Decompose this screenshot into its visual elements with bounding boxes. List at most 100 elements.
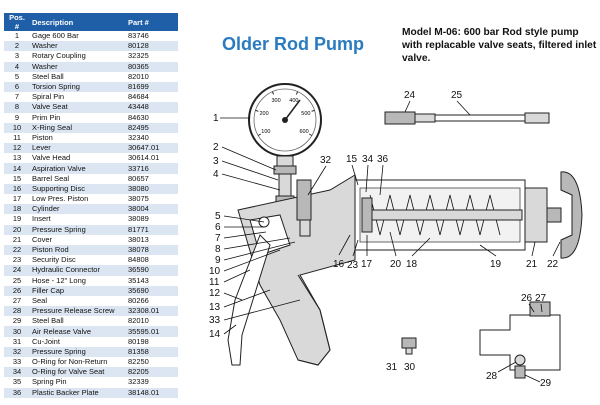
gauge-tick-label: 300: [272, 98, 281, 104]
callout-6: 6: [215, 222, 221, 233]
gauge-tick-mark: [308, 133, 313, 136]
cell-part-number: 32308.01: [126, 306, 178, 317]
cell-pos: 31: [12, 336, 22, 346]
callout-8: 8: [215, 244, 221, 255]
cell-part-number: 33716: [126, 163, 178, 174]
cell-description: Security Disc: [32, 255, 76, 265]
cell-pos: 21: [12, 234, 22, 244]
cell-pos: 15: [12, 173, 22, 183]
cell-part-number: 82010: [128, 316, 149, 326]
cell-description: Steel Ball: [32, 71, 64, 81]
cell-part-number: 80657: [128, 173, 149, 183]
cell-description: Pressure Spring: [30, 224, 126, 235]
cell-pos: 35: [12, 377, 22, 387]
header-description: Description: [30, 13, 126, 31]
cell-pos: 26: [4, 285, 30, 296]
callout-21: 21: [526, 259, 538, 270]
cell-part-number: 43448: [126, 102, 178, 113]
cell-description: Filler Cap: [30, 285, 126, 296]
cell-pos: 33: [12, 357, 22, 367]
cell-part-number: 82250: [128, 357, 149, 367]
cell-part-number: 38089: [128, 214, 149, 224]
callout-31: 31: [386, 362, 398, 373]
cell-pos: 4: [4, 61, 30, 72]
callout-14: 14: [209, 329, 221, 340]
cell-description: Spiral Pin: [32, 92, 65, 102]
cell-description: Piston: [32, 132, 53, 142]
cell-pos: 19: [12, 214, 22, 224]
callout-33: 33: [209, 315, 221, 326]
cell-pos: 28: [4, 306, 30, 317]
callout-9: 9: [215, 255, 221, 266]
callout-13: 13: [209, 302, 221, 313]
cell-pos: 6: [4, 81, 30, 93]
cell-part-number: 38080: [126, 183, 178, 194]
cell-pos: 23: [12, 255, 22, 265]
header-pos: Pos. #: [4, 13, 30, 31]
cell-part-number: 38148.01: [126, 387, 178, 398]
cell-part-number: 38013: [128, 234, 149, 244]
cell-description: Cover: [32, 234, 53, 244]
cell-part-number: 32325: [128, 51, 149, 61]
callout-24: 24: [404, 90, 416, 101]
gauge-tick-label: 400: [289, 98, 298, 104]
gauge-tick-label: 100: [261, 129, 270, 135]
callout-2: 2: [213, 142, 219, 153]
cell-description: Air Release Valve: [30, 326, 126, 337]
cell-pos: 32: [4, 346, 30, 357]
cell-pos: 7: [14, 92, 20, 102]
callout-22: 22: [547, 259, 559, 270]
cell-description: Washer: [30, 41, 126, 52]
gauge-tick-mark: [255, 109, 259, 112]
valve-stack: [296, 179, 312, 237]
callout-30: 30: [404, 362, 416, 373]
cell-description: O-Ring for Valve Seat: [30, 367, 126, 378]
cell-description: Cu-Joint: [32, 336, 60, 346]
cell-description: Torsion Spring: [30, 81, 126, 93]
cell-pos: 11: [13, 132, 21, 142]
callout-4: 4: [213, 169, 219, 180]
cell-part-number: 30614.01: [128, 153, 160, 163]
cell-part-number: 83746: [128, 31, 149, 41]
callout-1: 1: [213, 113, 219, 124]
lever: [227, 234, 271, 366]
cell-part-number: 35143: [128, 275, 149, 285]
air-release-valve: [401, 337, 417, 355]
cell-pos: 10: [4, 122, 30, 133]
table-row: 11 Piston 32340: [4, 133, 178, 143]
cell-pos: 1: [14, 31, 20, 41]
cell-description: Valve Head: [32, 153, 71, 163]
cell-pos: 8: [4, 102, 30, 113]
model-description: Model M-06: 600 bar Rod style pump with …: [402, 27, 597, 64]
cell-description: Hose - 12" Long: [32, 275, 86, 285]
cell-description: Washer: [30, 61, 126, 72]
callout-15: 15: [346, 154, 358, 165]
cell-description: Low Pres. Piston: [32, 194, 89, 204]
cell-pos: 36: [4, 387, 30, 398]
cell-description: Rotary Coupling: [32, 51, 86, 61]
cell-part-number: 35595.01: [126, 326, 178, 337]
cell-part-number: 32340: [128, 132, 149, 142]
cell-pos: 17: [12, 194, 22, 204]
cell-part-number: 84630: [128, 112, 149, 122]
cell-description: Insert: [32, 214, 51, 224]
cell-pos: 5: [14, 71, 20, 81]
callout-10: 10: [209, 266, 221, 277]
